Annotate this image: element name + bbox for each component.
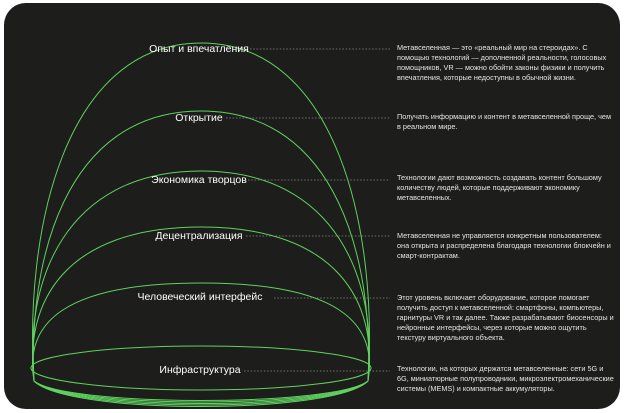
layer-title-experience: Опыт и впечатления — [149, 43, 249, 55]
ring-decentralization — [32, 226, 370, 403]
layer-title-discovery: Открытие — [175, 112, 223, 124]
layer-desc-infrastructure: Технологии, на которых держатся метавсел… — [397, 364, 614, 393]
layer-title-decentralization: Децентрализация — [155, 230, 243, 242]
layer-desc-discovery: Получать информацию и контент в метавсел… — [397, 112, 611, 131]
metaverse-layers-diagram: Опыт и впечатления Открытие Экономика тв… — [4, 3, 620, 409]
rings-graphic — [30, 42, 390, 407]
ring-infrastructure — [30, 345, 372, 391]
layer-desc-creator-economy: Технологии дают возможность создавать ко… — [397, 173, 602, 202]
layer-title-creator-economy: Экономика творцов — [151, 174, 247, 186]
layer-desc-decentralization: Метавселенная не управляется конкретным … — [397, 231, 611, 260]
layer-desc-experience: Метавселенная — это «реальный мир на сте… — [397, 43, 607, 82]
ring-creator-economy — [32, 170, 370, 404]
ring-discovery — [32, 110, 370, 406]
layer-title-infrastructure: Инфраструктура — [159, 364, 241, 376]
ring-experience — [32, 42, 370, 407]
ring-human-interface — [32, 282, 370, 401]
layer-title-human-interface: Человеческий интерфейс — [137, 291, 263, 303]
layer-desc-human-interface: Этот уровень включает оборудование, кото… — [397, 293, 614, 342]
